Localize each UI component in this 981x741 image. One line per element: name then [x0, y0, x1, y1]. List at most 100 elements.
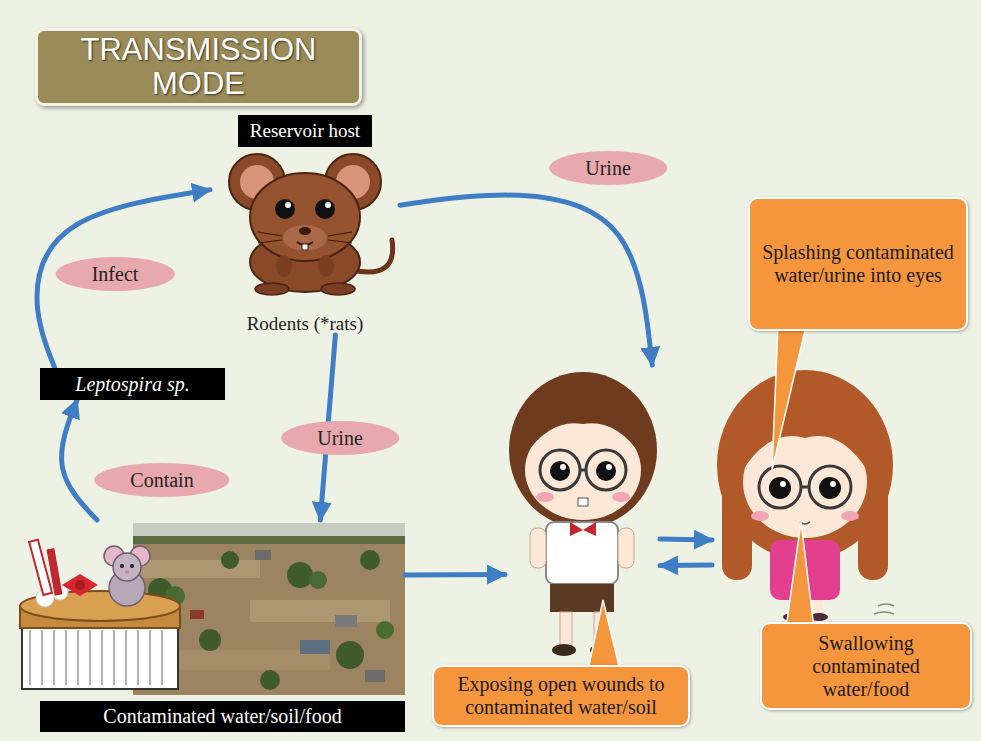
boy-figure — [560, 464, 566, 470]
boy-figure — [618, 528, 634, 568]
arrow-connector — [62, 400, 97, 520]
girl-figure — [830, 481, 836, 487]
rat-illustration — [302, 244, 308, 250]
boy-figure — [550, 461, 570, 481]
rat-illustration — [328, 240, 352, 243]
girl-figure — [751, 511, 769, 521]
rat-illustration — [328, 232, 352, 236]
callout-box: Splashing contaminated water/urine into … — [748, 197, 968, 331]
flood-photo — [133, 536, 405, 544]
flood-photo — [190, 610, 204, 619]
girl-figure — [801, 486, 809, 489]
arrow-connector — [405, 572, 505, 578]
boy-figure — [540, 450, 580, 490]
cake-illustration — [30, 630, 162, 685]
rat-illustration — [275, 199, 295, 219]
rat-illustration — [250, 173, 360, 261]
rat-illustration — [321, 283, 355, 295]
girl-figure — [769, 477, 791, 499]
arrow-connector — [660, 563, 712, 569]
person-node: Exposing open wounds to contaminated wat… — [505, 365, 660, 660]
edge-label: Urine — [549, 151, 667, 185]
girl-figure — [809, 466, 851, 508]
rat-illustration — [285, 202, 291, 208]
callout-box: Swallowing contaminated water/food — [760, 622, 972, 710]
cake-illustration — [22, 625, 178, 689]
flood-photo — [376, 621, 394, 639]
girl-figure — [780, 481, 786, 487]
flood-photo — [336, 641, 364, 669]
flood-photo — [287, 562, 313, 588]
boy-figure — [596, 461, 616, 481]
boy-figure — [530, 528, 546, 568]
girl-figure — [819, 477, 841, 499]
callout-tail — [772, 326, 806, 470]
callout-tail — [588, 600, 620, 670]
boy-figure — [560, 612, 572, 646]
diagram-title: TRANSMISSION MODE — [35, 28, 362, 106]
rat-illustration — [318, 255, 334, 277]
arrow-connector — [400, 195, 652, 365]
edge-label: Infect — [56, 257, 175, 291]
rat-illustration — [255, 283, 289, 295]
cake-illustration — [113, 553, 141, 581]
boy-figure — [536, 492, 554, 502]
label-box: Contaminated water/soil/food — [40, 701, 405, 732]
cake-illustration — [20, 540, 180, 689]
girl-figure — [743, 390, 867, 470]
label-box: Leptospira sp. — [40, 368, 225, 400]
flood-photo — [300, 640, 330, 654]
girl-figure — [759, 466, 801, 508]
rat-illustration — [258, 240, 282, 243]
boy-figure — [570, 522, 596, 536]
edge-label: Urine — [281, 421, 399, 455]
cake-illustration — [125, 570, 129, 574]
flood-photo — [255, 550, 271, 560]
rat-illustration — [283, 225, 327, 251]
boy-figure — [606, 464, 612, 470]
cake-illustration — [62, 574, 98, 596]
pathogen-box: Leptospira sp. — [40, 368, 225, 400]
cake-illustration — [46, 547, 63, 596]
figure-caption: Rodents (*rats) — [247, 313, 364, 335]
flood-photo — [199, 629, 221, 651]
boy-figure — [580, 469, 586, 472]
label-box: Reservoir host — [238, 115, 372, 147]
callout-tail — [588, 326, 814, 670]
cake-illustration — [75, 580, 85, 590]
flood-photo — [221, 551, 239, 569]
callout-tail — [786, 522, 814, 628]
rat-illustration — [299, 227, 311, 235]
rat-illustration — [258, 232, 282, 236]
callout-anchor: Exposing open wounds to contaminated wat… — [432, 665, 690, 727]
rat-illustration — [315, 199, 335, 219]
edge-label: Contain — [94, 463, 229, 497]
boy-figure — [525, 390, 641, 455]
flood-photo — [360, 550, 380, 570]
boy-figure — [578, 498, 588, 506]
rat-illustration — [325, 202, 331, 208]
arrow-connector — [37, 190, 210, 368]
rat-illustration — [276, 255, 292, 277]
source-node: Contaminated water/soil/food — [20, 520, 405, 732]
arrow-connector — [660, 537, 712, 543]
boy-figure — [552, 644, 576, 656]
flood-photo — [335, 615, 357, 627]
flood-photo — [250, 600, 390, 622]
callout-anchor: Swallowing contaminated water/food — [760, 622, 972, 710]
reservoir-node: Reservoir hostRodents (*rats) — [210, 115, 400, 335]
callout-anchor: Splashing contaminated water/urine into … — [748, 197, 968, 331]
boy-figure — [509, 372, 657, 528]
cake-illustration — [130, 564, 134, 568]
cake-illustration — [120, 564, 124, 568]
girl-figure — [717, 370, 893, 560]
boy-figure — [509, 372, 657, 656]
callout-box: Exposing open wounds to contaminated wat… — [432, 665, 690, 727]
flood-photo — [133, 523, 405, 537]
boy-figure — [546, 522, 618, 584]
boy-figure — [586, 450, 626, 490]
flood-photo — [140, 560, 260, 578]
rat-illustration — [229, 154, 393, 295]
flood-photo — [260, 670, 280, 690]
